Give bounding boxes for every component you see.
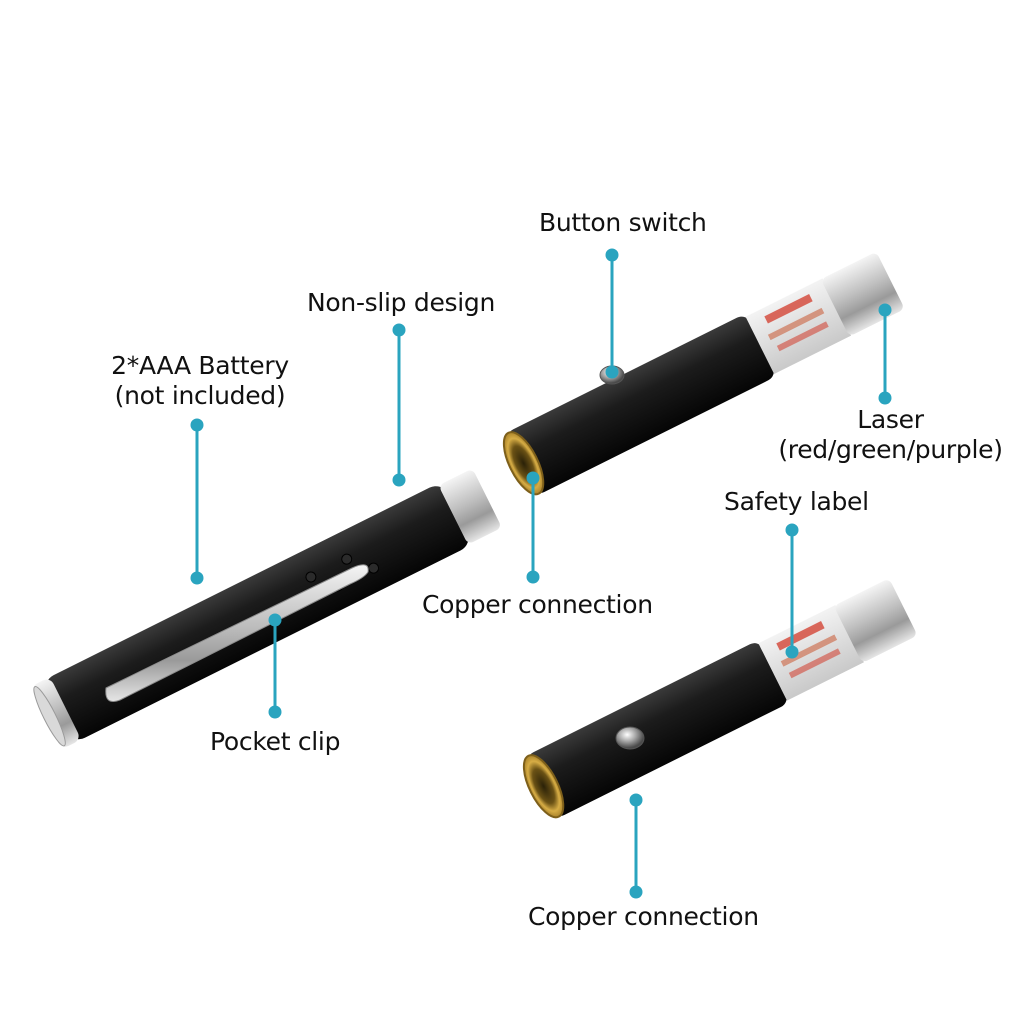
callout-button-switch <box>605 248 619 379</box>
callout-lines <box>190 248 892 899</box>
grip-dot <box>305 571 317 583</box>
label-print <box>767 307 825 341</box>
callout-copper-upper <box>526 471 540 584</box>
label-laser-line1: Laser <box>857 405 924 434</box>
tube-body <box>45 486 469 740</box>
grip-dot <box>368 562 380 574</box>
callout-battery <box>190 418 204 585</box>
label-copper-connection-upper: Copper connection <box>422 590 653 619</box>
pocket-clip <box>105 564 369 702</box>
label-copper-connection-lower: Copper connection <box>528 902 759 931</box>
label-button-switch: Button switch <box>539 208 707 237</box>
label-pocket-clip: Pocket clip <box>210 727 341 756</box>
front-ring <box>440 470 500 543</box>
laser-head-lower <box>522 580 916 819</box>
label-battery-line2: (not included) <box>114 381 286 410</box>
head-body <box>527 643 787 816</box>
laser-cap <box>835 580 916 662</box>
label-battery: 2*AAA Battery (not included) <box>95 351 305 411</box>
label-battery-line1: 2*AAA Battery <box>111 351 289 380</box>
callout-non-slip <box>392 323 406 487</box>
end-cap-face <box>33 686 66 747</box>
label-non-slip-design: Non-slip design <box>307 288 496 317</box>
grip-dot <box>341 553 353 565</box>
button-switch <box>615 726 645 750</box>
head-body <box>507 316 774 493</box>
copper-connection-face <box>522 754 565 819</box>
label-print <box>764 294 813 324</box>
label-laser: Laser (red/green/purple) <box>778 405 1003 465</box>
label-print <box>776 321 829 352</box>
callout-copper-lower <box>629 793 643 899</box>
safety-label-band <box>745 278 852 375</box>
callout-safety-label <box>785 523 799 659</box>
callout-pocket-clip <box>268 613 282 719</box>
callout-laser <box>878 303 892 405</box>
label-print <box>780 634 838 667</box>
label-print <box>788 648 841 679</box>
laser-head-upper <box>502 253 903 496</box>
label-print <box>776 621 825 651</box>
label-laser-line2: (red/green/purple) <box>778 435 1003 464</box>
label-safety-label: Safety label <box>724 487 869 516</box>
